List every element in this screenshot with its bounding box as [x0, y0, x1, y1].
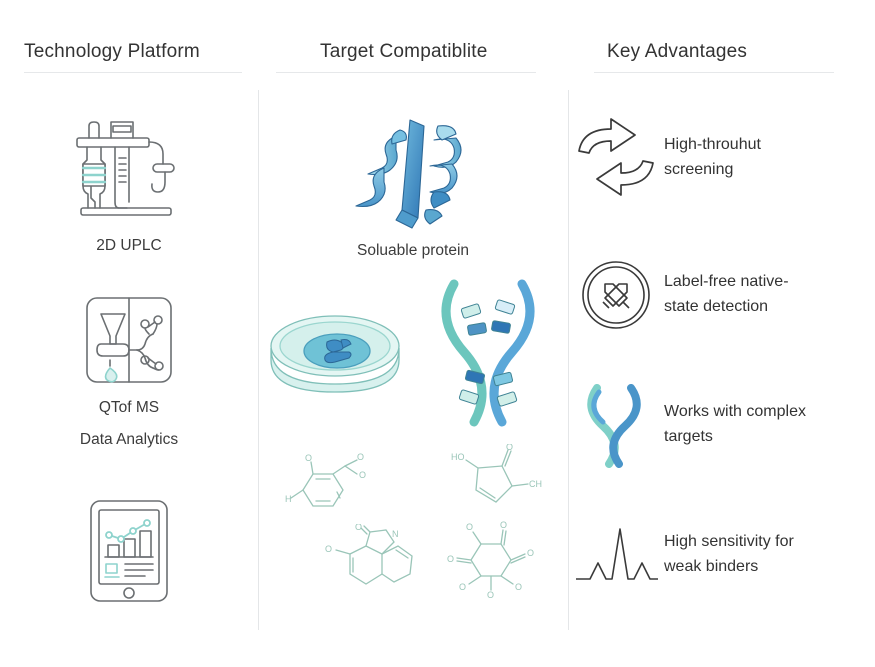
column-title-technology: Technology Platform — [24, 41, 200, 62]
svg-text:O: O — [355, 524, 362, 532]
column-title-rule-technology — [24, 72, 242, 73]
chromatogram-peaks-icon — [568, 510, 664, 600]
svg-text:N: N — [392, 529, 399, 539]
column-divider-right — [568, 90, 569, 630]
tech-item-tablet-analytics — [0, 495, 258, 607]
tech-label-data-analytics: Data Analytics — [79, 431, 179, 449]
svg-text:CH: CH — [529, 479, 542, 489]
svg-text:HO: HO — [451, 452, 465, 462]
svg-text:O: O — [459, 582, 466, 592]
mass-spectrometer-icon — [0, 290, 258, 390]
target-label-soluble-protein: Soluable protein — [356, 242, 470, 259]
target-item-dna — [430, 272, 550, 432]
column-title-target: Target Compatiblite — [320, 41, 488, 62]
svg-text:O: O — [515, 582, 522, 592]
protein-ribbon-icon — [258, 100, 568, 240]
chemical-structure-hexaone-icon: O O O O O O O — [443, 518, 551, 602]
column-title-advantages: Key Advantages — [607, 41, 748, 62]
chemical-structure-bicyclic-icon: O O N — [322, 524, 427, 602]
advantage-line-2: screening — [664, 161, 734, 178]
svg-text:O: O — [305, 453, 312, 463]
advantage-label-complex-targets: Works with complex targets — [664, 400, 806, 450]
svg-text:O: O — [487, 590, 494, 600]
two-way-arrows-icon — [568, 113, 664, 203]
svg-text:O: O — [359, 470, 366, 480]
advantage-item-label-free: Label-free native- state detection — [568, 250, 875, 340]
no-label-circle-icon — [568, 250, 664, 340]
tech-item-2d-uplc: 2D UPLC — [0, 108, 258, 258]
advantage-label-label-free: Label-free native- state detection — [664, 270, 789, 320]
advantage-line-2: weak binders — [664, 558, 759, 575]
advantage-label-high-throughput: High-throuhut screening — [664, 133, 761, 183]
advantage-line-2: targets — [664, 428, 713, 445]
svg-text:O: O — [527, 548, 534, 558]
column-divider-left — [258, 90, 259, 630]
target-item-soluble-protein: Soluable protein — [258, 100, 568, 260]
dna-helix-icon — [430, 272, 550, 432]
column-title-rule-target — [276, 72, 536, 73]
column-title-rule-advantages — [594, 72, 834, 73]
advantage-line-1: Label-free native- — [664, 273, 789, 291]
tech-label-qtof-ms: QTof MS — [98, 399, 160, 416]
target-item-petri-dish — [263, 296, 408, 406]
svg-text:O: O — [325, 544, 332, 554]
tablet-analytics-icon — [0, 495, 258, 607]
tech-item-qtof-ms: QTof MS Data Analytics — [0, 290, 258, 452]
tech-label-2d-uplc: 2D UPLC — [96, 237, 162, 254]
advantage-line-2: state detection — [664, 298, 769, 315]
chemical-structure-cyclopentene-icon: HO O CH — [450, 444, 555, 512]
svg-text:O: O — [447, 554, 454, 564]
svg-text:O: O — [466, 522, 473, 532]
advantage-item-high-throughput: High-throuhut screening — [568, 113, 875, 203]
advantage-line-1: High-throuhut — [664, 136, 761, 154]
chromatography-apparatus-icon — [0, 108, 258, 228]
advantage-line-1: High sensitivity for — [664, 533, 794, 551]
dna-small-icon — [568, 380, 664, 470]
advantage-item-complex-targets: Works with complex targets — [568, 380, 875, 470]
chemical-structure-benzene-icon: O O O H — [283, 450, 393, 516]
advantage-item-weak-binders: High sensitivity for weak binders — [568, 510, 875, 600]
advantage-line-1: Works with complex — [664, 403, 806, 421]
svg-text:O: O — [500, 520, 507, 530]
svg-text:H: H — [285, 494, 292, 504]
svg-text:O: O — [506, 444, 513, 452]
advantage-label-weak-binders: High sensitivity for weak binders — [664, 530, 794, 580]
petri-dish-icon — [263, 296, 408, 406]
svg-text:O: O — [357, 452, 364, 462]
